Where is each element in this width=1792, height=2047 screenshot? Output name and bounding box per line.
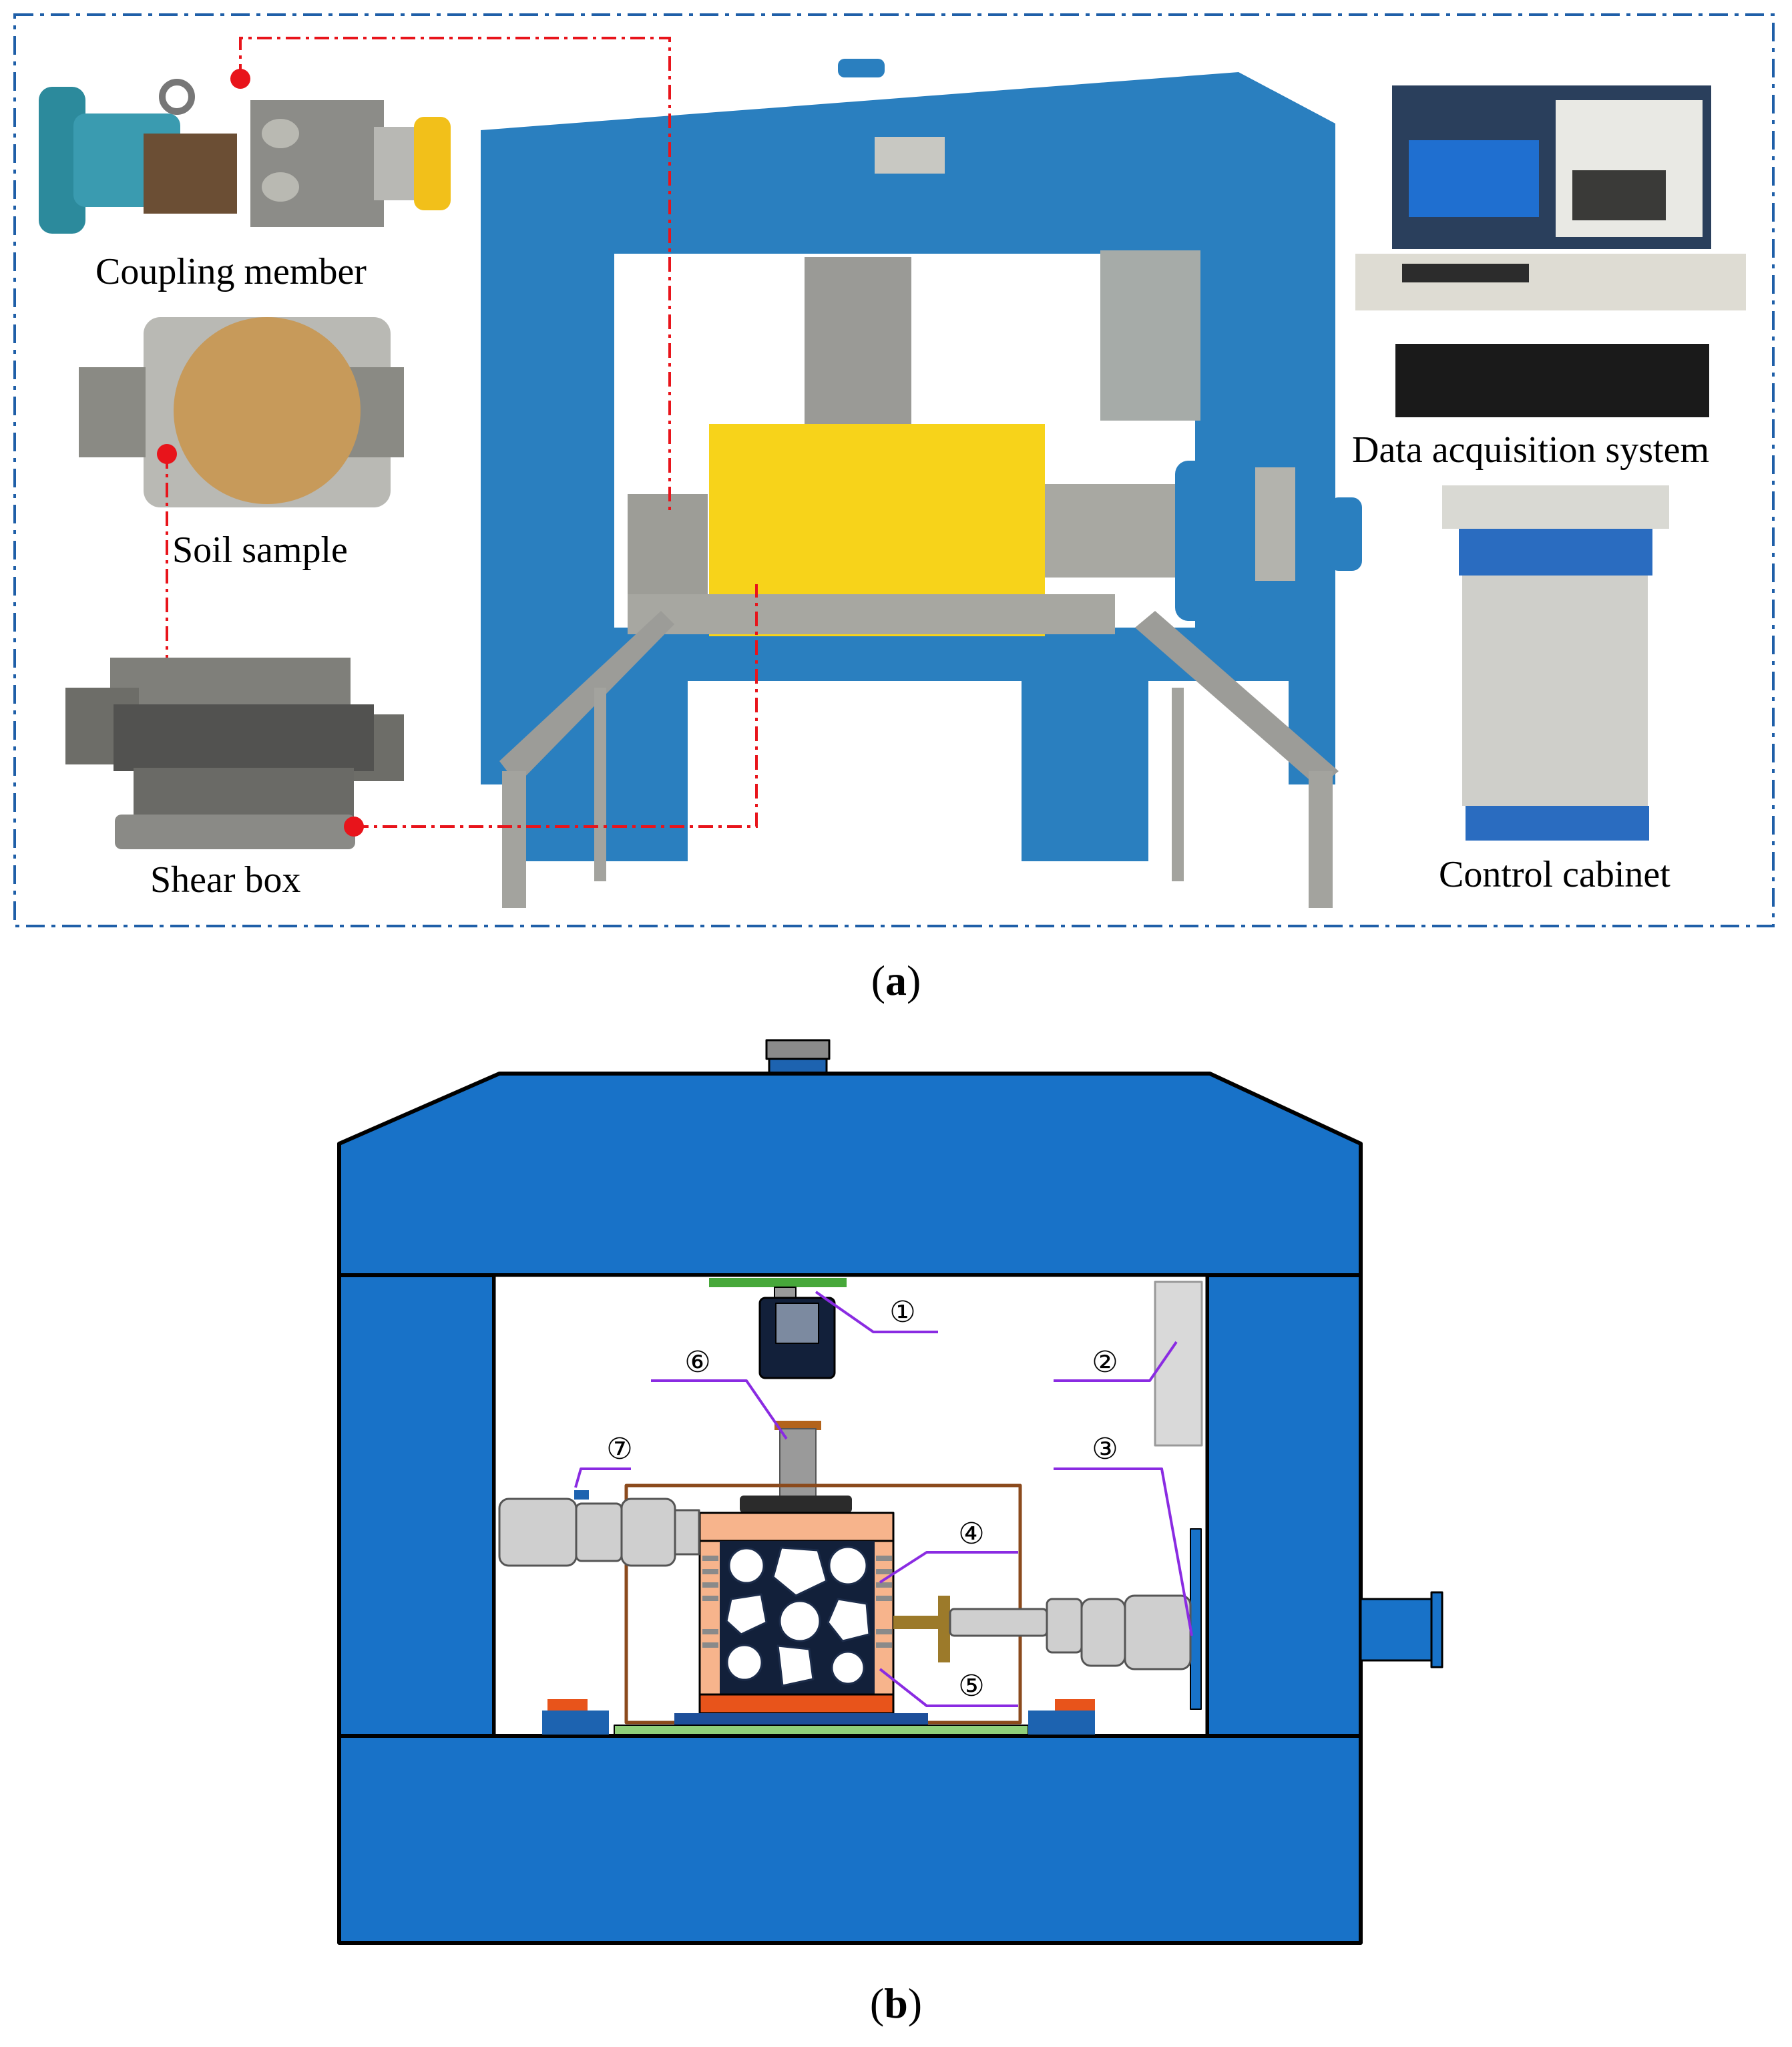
- connector-dot-soil-sample: [157, 444, 177, 464]
- control-cabinet-photo: [1442, 485, 1669, 841]
- right-support: [1028, 1711, 1095, 1735]
- marker-3: ③: [1092, 1432, 1118, 1466]
- annotation-leaders: [574, 1291, 1193, 1707]
- top-platen: [709, 1278, 847, 1287]
- connector-coupling: [239, 37, 671, 514]
- panel-a-dashed-border: [13, 13, 1775, 927]
- shear-box-photo: [65, 658, 404, 849]
- marker-7: ⑦: [606, 1432, 632, 1466]
- frame-base: [337, 1734, 1363, 1945]
- roller-bed: [674, 1713, 928, 1725]
- left-coupling: [498, 1498, 700, 1567]
- label-shear-box: Shear box: [150, 859, 301, 901]
- label-soil-sample: Soil sample: [172, 529, 348, 571]
- coupling-member-photo: [39, 79, 451, 234]
- marker-1: ①: [889, 1295, 915, 1329]
- side-actuator: [1359, 1598, 1434, 1662]
- right-coupling: [949, 1594, 1192, 1670]
- shear-box-ribs: [702, 1556, 892, 1648]
- frame-head: [337, 1072, 1363, 1277]
- panel-a: Coupling member Soil sample Shear box: [13, 13, 1775, 1004]
- top-cap: [765, 1039, 831, 1060]
- connector-lines: [166, 37, 758, 828]
- label-data-acquisition-system: Data acquisition system: [1352, 429, 1709, 471]
- connector-dot-shear-box: [344, 817, 364, 837]
- label-control-cabinet: Control cabinet: [1439, 854, 1670, 895]
- shear-apparatus-photo: [481, 59, 1362, 908]
- connector-shear-box: [354, 584, 758, 828]
- shear-box-upper: [698, 1512, 895, 1542]
- load-cap: [740, 1496, 852, 1513]
- connector-dot-coupling: [230, 69, 250, 89]
- left-support: [542, 1711, 609, 1735]
- marker-2: ②: [1092, 1345, 1118, 1379]
- reaction-plate: [1190, 1528, 1202, 1710]
- base-plate: [614, 1725, 1029, 1735]
- frame-right-column: [1205, 1273, 1363, 1738]
- frame-left-column: [337, 1273, 496, 1738]
- soil-aggregates: [725, 1546, 871, 1687]
- panel-b: ① ② ③ ④ ⑤ ⑥ ⑦ (b): [337, 1039, 1443, 2027]
- data-acquisition-photo: [1355, 85, 1746, 417]
- horizontal-rod: [893, 1616, 940, 1629]
- label-coupling-member: Coupling member: [95, 251, 367, 292]
- marker-4: ④: [958, 1517, 984, 1551]
- shear-box-base: [698, 1693, 895, 1715]
- soil-sample-photo: [79, 317, 404, 507]
- marker-5: ⑤: [958, 1669, 984, 1703]
- caption-a: (a): [871, 957, 921, 1004]
- marker-6: ⑥: [684, 1345, 710, 1379]
- caption-b: (b): [870, 1980, 922, 2027]
- vertical-piston: [779, 1428, 817, 1503]
